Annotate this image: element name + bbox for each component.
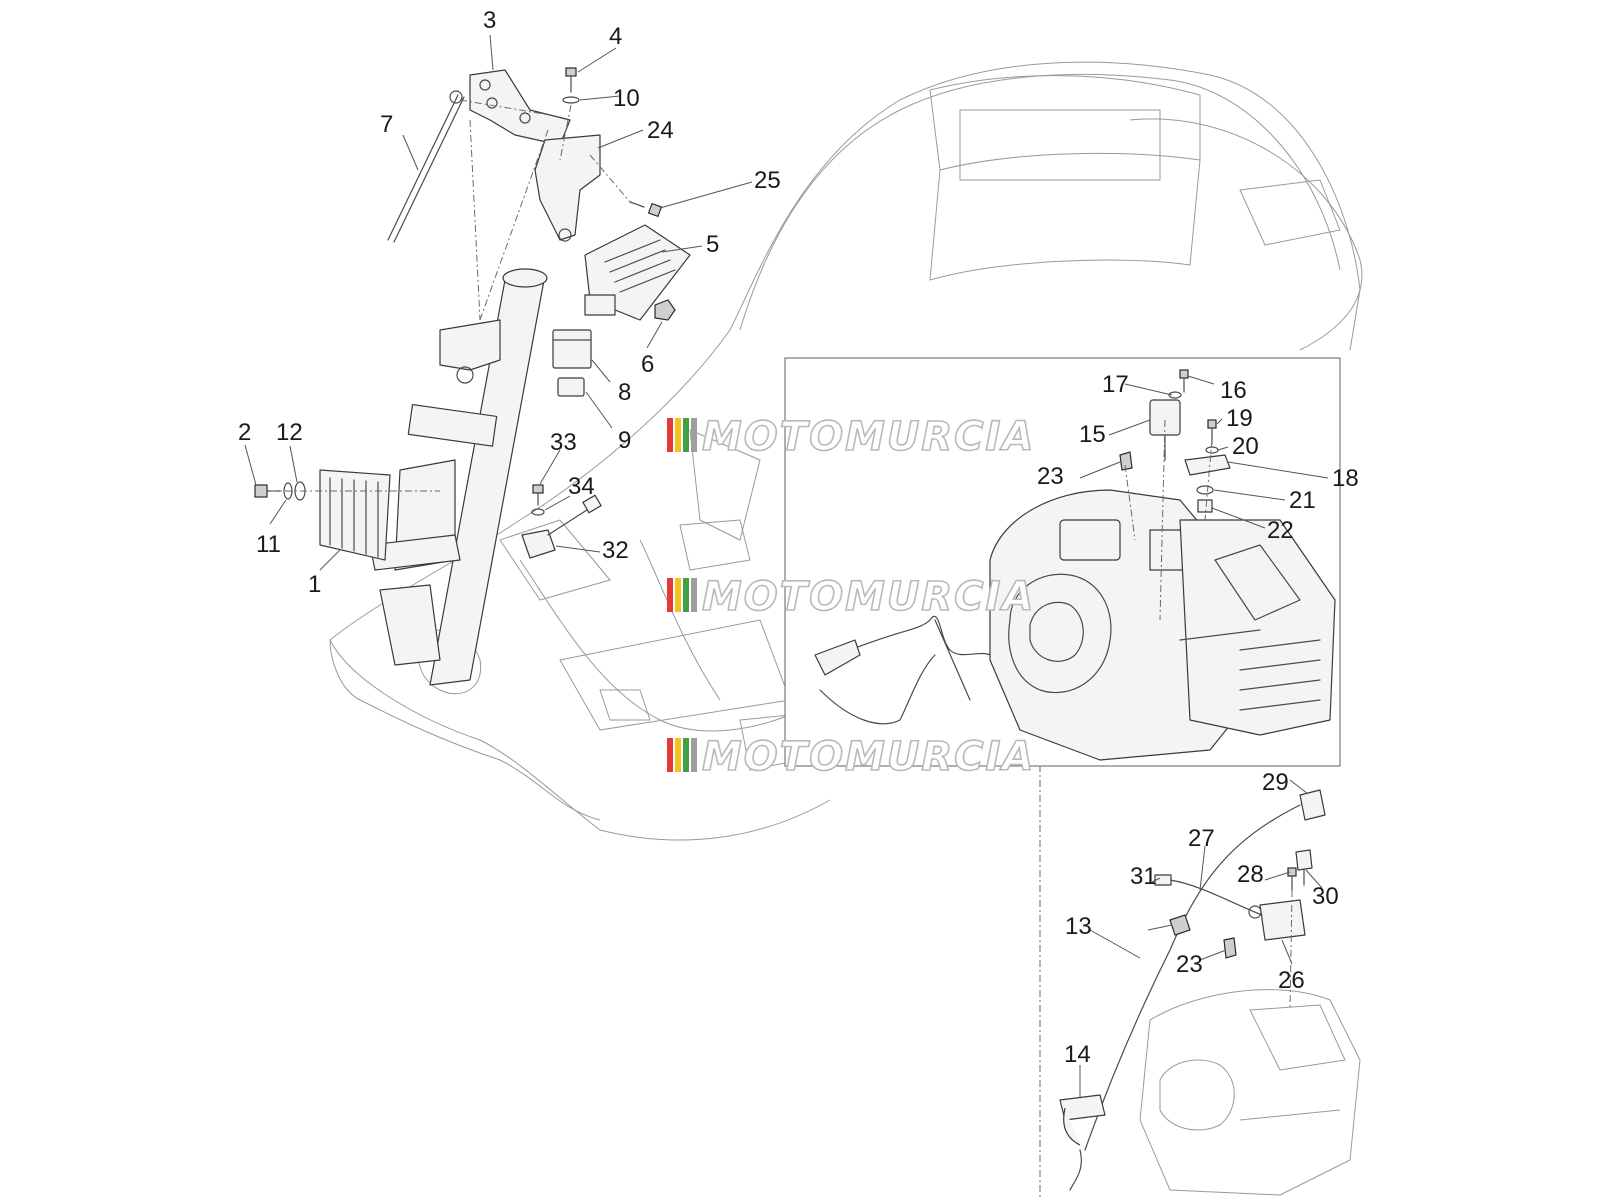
part-32-sensor [521, 494, 602, 559]
lower-right-assembly [1059, 789, 1361, 1196]
callout-29: 29 [1262, 769, 1289, 796]
callout-16: 16 [1220, 377, 1247, 404]
part-18-plate [1184, 454, 1231, 476]
part-24-plate [534, 134, 601, 242]
part-21-oring [1196, 485, 1214, 495]
part-22-bushing [1197, 499, 1213, 513]
callout-14: 14 [1064, 1041, 1091, 1068]
callout-12: 12 [276, 419, 303, 446]
callout-9: 9 [618, 427, 631, 454]
callout-33: 33 [550, 429, 577, 456]
callout-23b: 23 [1176, 951, 1203, 978]
callout-24: 24 [647, 117, 674, 144]
watermark-stripe [691, 418, 697, 452]
part-25-screw [629, 201, 663, 218]
callout-32: 32 [602, 537, 629, 564]
callout-13: 13 [1065, 913, 1092, 940]
leader-lines [244, 34, 1329, 1098]
part-1-rectifier [319, 469, 391, 561]
part-33-screw [532, 484, 544, 506]
watermark-2: MOTOMURCIA [667, 573, 1035, 621]
callout-2: 2 [238, 419, 251, 446]
callout-26: 26 [1278, 967, 1305, 994]
callout-21: 21 [1289, 487, 1316, 514]
callout-11: 11 [256, 531, 281, 558]
callout-31: 31 [1130, 863, 1157, 890]
watermark-stripe [691, 738, 697, 772]
watermark-stripe [691, 578, 697, 612]
callout-28: 28 [1237, 861, 1264, 888]
callout-5: 5 [706, 231, 719, 258]
frame-tube [369, 268, 548, 686]
callout-23a: 23 [1037, 463, 1064, 490]
callout-4: 4 [609, 23, 622, 50]
callout-19: 19 [1226, 405, 1253, 432]
part-23-clip-lower [1223, 937, 1237, 959]
callout-6: 6 [641, 351, 654, 378]
part-16-screw [1179, 369, 1189, 393]
part-4-screw [565, 67, 577, 93]
watermark-stripe [683, 418, 689, 452]
part-10-washer [562, 96, 580, 104]
part-26-sensor [1259, 899, 1306, 941]
part-31-clamp [1169, 914, 1191, 936]
watermark-stripe [675, 578, 681, 612]
part-7-cable-tie [387, 90, 465, 243]
callout-18: 18 [1332, 465, 1359, 492]
watermark-text: MOTOMURCIA [702, 734, 1035, 780]
watermark-stripe [675, 418, 681, 452]
callout-labels: 3 4 10 7 24 25 5 6 8 9 2 12 11 1 33 34 3… [238, 7, 1359, 1068]
callout-3: 3 [483, 7, 496, 34]
part-3-bracket [469, 69, 571, 146]
callout-34: 34 [568, 473, 595, 500]
part-23-clip-inset [1119, 451, 1133, 471]
watermark-text: MOTOMURCIA [702, 414, 1035, 460]
callout-1: 1 [308, 571, 321, 598]
callout-8: 8 [618, 379, 631, 406]
callout-7: 7 [380, 111, 393, 138]
assembly-lines [270, 99, 1041, 1200]
part-34-washer [531, 508, 545, 516]
part-17-washer [1168, 391, 1182, 399]
watermark-stripe [683, 738, 689, 772]
watermark-stripe [675, 738, 681, 772]
watermark-text: MOTOMURCIA [702, 574, 1035, 620]
part-5-regulator [584, 224, 691, 321]
part-8-relay [552, 329, 592, 369]
part-30-fitting [1295, 849, 1313, 886]
watermark-stripe [667, 418, 673, 452]
callout-17: 17 [1102, 371, 1129, 398]
callout-30: 30 [1312, 883, 1339, 910]
part-14-sensor [1059, 1094, 1106, 1146]
watermark-stripe [667, 738, 673, 772]
part-9-relay-rubber [557, 377, 585, 397]
callout-15: 15 [1079, 421, 1106, 448]
watermark-stripe [683, 578, 689, 612]
part-6-nut [654, 299, 676, 321]
callout-22: 22 [1267, 517, 1294, 544]
inset-detail [784, 357, 1341, 767]
callout-27: 27 [1188, 825, 1215, 852]
watermark-3: MOTOMURCIA [667, 733, 1035, 781]
part-28-screw [1287, 867, 1297, 891]
callout-20: 20 [1232, 433, 1259, 460]
callout-10: 10 [613, 85, 640, 112]
watermark-stripe [667, 578, 673, 612]
part-29-cap [1299, 789, 1326, 821]
callout-25: 25 [754, 167, 781, 194]
watermark-1: MOTOMURCIA [667, 413, 1035, 461]
